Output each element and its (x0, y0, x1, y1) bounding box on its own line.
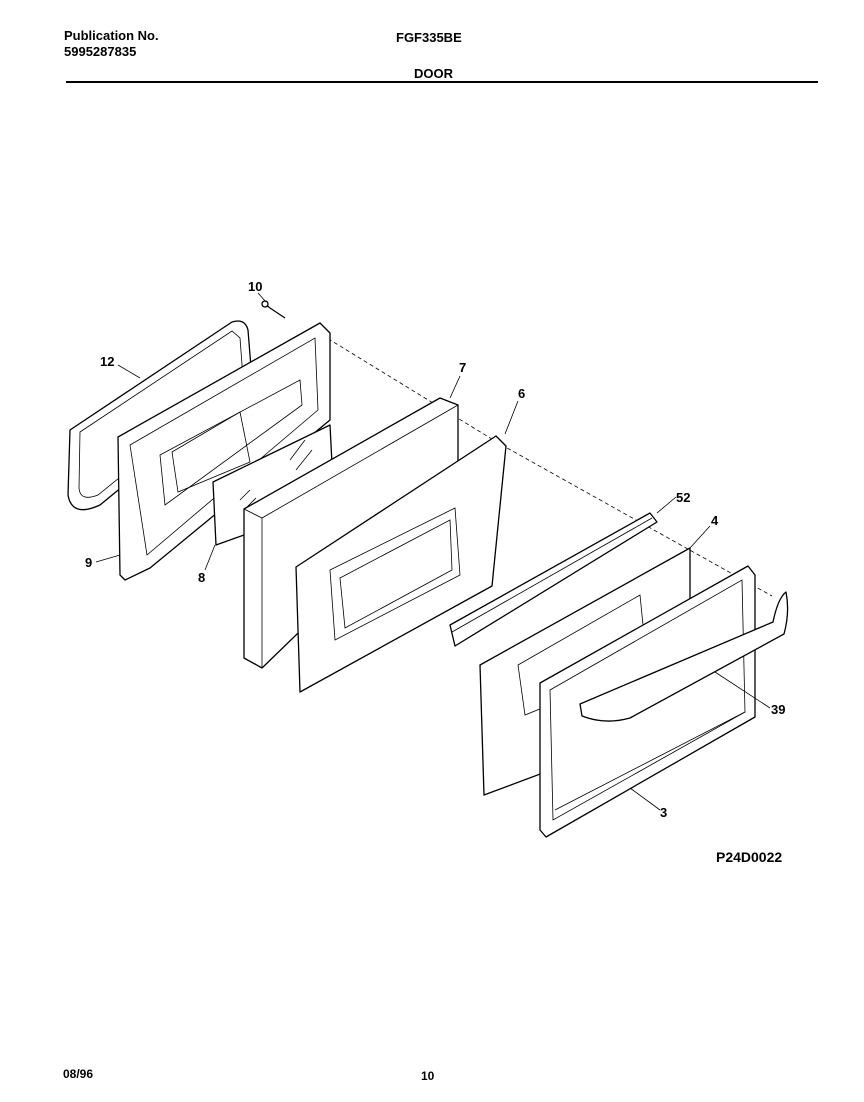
footer-date: 08/96 (63, 1067, 94, 1081)
part-door-liner (295, 435, 507, 693)
callout-9: 9 (85, 555, 92, 570)
publication-label: Publication No. (64, 28, 159, 43)
publication-number: 5995287835 (64, 44, 137, 59)
callout-7: 7 (459, 360, 466, 375)
callout-8: 8 (198, 570, 205, 585)
callout-3: 3 (660, 805, 667, 820)
callout-52: 52 (676, 490, 690, 505)
model-number: FGF335BE (396, 30, 462, 45)
header-rule (66, 81, 818, 83)
alignment-line (321, 334, 773, 597)
part-top-trim (449, 512, 658, 647)
callout-6: 6 (518, 386, 525, 401)
part-handle (579, 591, 789, 722)
callout-12: 12 (100, 354, 114, 369)
callout-4: 4 (711, 513, 719, 528)
part-screw (261, 300, 286, 319)
callout-39: 39 (771, 702, 785, 717)
page-number: 10 (421, 1069, 435, 1083)
callout-10: 10 (248, 279, 262, 294)
section-title: DOOR (414, 66, 453, 81)
diagram-code: P24D0022 (716, 849, 783, 865)
